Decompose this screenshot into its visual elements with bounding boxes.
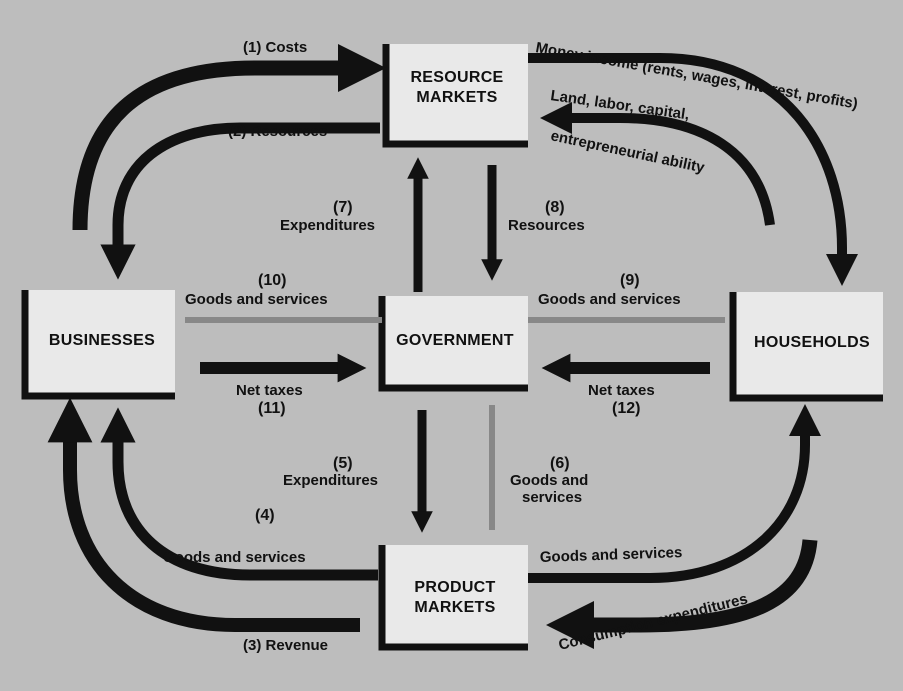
households-label: HOUSEHOLDS xyxy=(754,334,870,351)
arrow-resources-to-businesses xyxy=(100,122,380,280)
label-costs: (1) Costs xyxy=(243,39,307,56)
arrow-revenue-to-businesses xyxy=(47,397,360,632)
businesses-label: BUSINESSES xyxy=(49,332,155,349)
product-markets-label-line2: MARKETS xyxy=(414,599,495,616)
label-6-text-line1: Goods and xyxy=(510,472,588,489)
label-12-text: Net taxes xyxy=(588,382,655,399)
product-markets-box: PRODUCT MARKETS xyxy=(378,545,528,651)
resource-markets-label-line1: RESOURCE xyxy=(410,69,503,86)
government-label: GOVERNMENT xyxy=(396,332,514,349)
resource-markets-label-line2: MARKETS xyxy=(416,89,497,106)
product-markets-label-line1: PRODUCT xyxy=(414,579,495,596)
arrow-costs-to-resource-markets xyxy=(72,43,387,231)
label-10-num: (10) xyxy=(258,272,286,289)
label-9-num: (9) xyxy=(620,272,640,289)
label-12-num: (12) xyxy=(612,400,640,417)
label-7-num: (7) xyxy=(333,199,353,216)
label-6-num: (6) xyxy=(550,455,570,472)
label-4-num: (4) xyxy=(255,507,275,524)
label-11-text: Net taxes xyxy=(236,382,303,399)
arrow-goods-services-to-businesses xyxy=(100,407,378,581)
households-box: HOUSEHOLDS xyxy=(729,292,883,402)
label-5-num: (5) xyxy=(333,455,353,472)
arrow-goods-services-to-households xyxy=(528,403,822,583)
label-9-text: Goods and services xyxy=(538,291,681,308)
arrow-consumption-to-product-markets xyxy=(545,539,818,650)
label-revenue: (3) Revenue xyxy=(243,637,328,654)
label-8-num: (8) xyxy=(545,199,565,216)
label-8-text: Resources xyxy=(508,217,585,234)
businesses-box: BUSINESSES xyxy=(21,290,175,400)
label-5-text: Expenditures xyxy=(283,472,378,489)
government-box: GOVERNMENT xyxy=(378,296,528,392)
arrow-money-income-to-households xyxy=(528,53,859,287)
label-7-text: Expenditures xyxy=(280,217,375,234)
label-11-num: (11) xyxy=(258,400,286,417)
label-resources-2: (2) Resources xyxy=(228,123,327,140)
arrow-land-labor-to-resource-markets xyxy=(539,101,775,226)
label-10-text: Goods and services xyxy=(185,291,328,308)
resource-markets-box: RESOURCE MARKETS xyxy=(382,44,528,148)
label-goods-services-households: Goods and services xyxy=(540,544,683,566)
label-land-labor-line2: entrepreneurial ability xyxy=(549,127,706,176)
label-4-text: Goods and services xyxy=(163,549,306,566)
label-6-text-line2: services xyxy=(522,489,582,506)
